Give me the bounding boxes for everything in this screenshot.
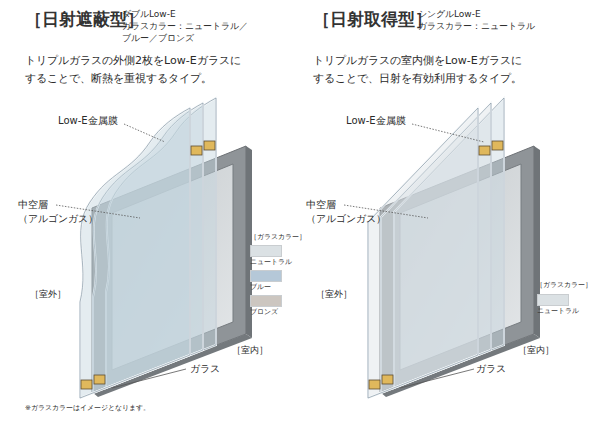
side-label: ［室内］ <box>232 344 268 356</box>
side-label: ［室内］ <box>518 344 554 356</box>
heading: ［日射取得型］ <box>313 8 432 31</box>
color-note: ガラスカラー：ニュートラル <box>418 20 535 32</box>
legend-heading: ［ガラスカラー］ <box>536 281 592 290</box>
description: トリプルガラスの室内側をLow-Eガラスに することで、日射を有効利用するタイプ… <box>313 52 588 87</box>
callout-label: ガラス <box>476 362 506 376</box>
subtype: ダブルLow-E <box>122 8 176 20</box>
window-left <box>56 98 252 398</box>
description: トリプルガラスの外側2枚をLow-Eガラスに することで、断熱を重視するタイプ。 <box>25 52 287 87</box>
callout-label: Low-E金属膜 <box>346 114 406 128</box>
legend-swatch <box>250 295 282 307</box>
subtype: シングルLow-E <box>418 8 481 20</box>
callout-label: 中空層 （アルゴンガス） <box>306 198 401 225</box>
window-right <box>344 98 540 398</box>
footnote: ※ガラスカラーはイメージとなります。 <box>25 404 150 413</box>
legend-swatch <box>250 245 282 257</box>
legend-text: ブロンズ <box>250 308 278 317</box>
legend-text: ニュートラル <box>250 258 292 267</box>
color-note: ガラスカラー：ニュートラル／ ブルー／ブロンズ <box>122 20 272 44</box>
side-label: ［室外］ <box>316 288 352 300</box>
callout-label: ガラス <box>190 362 220 376</box>
side-label: ［室外］ <box>30 288 66 300</box>
legend-heading: ［ガラスカラー］ <box>250 233 306 242</box>
callout-label: Low-E金属膜 <box>58 114 118 128</box>
callout-label: 中空層 （アルゴンガス） <box>18 198 113 225</box>
legend-swatch <box>537 294 569 306</box>
legend-text: ブルー <box>250 283 271 292</box>
legend-swatch <box>250 270 282 282</box>
legend-text: ニュートラル <box>537 307 579 316</box>
